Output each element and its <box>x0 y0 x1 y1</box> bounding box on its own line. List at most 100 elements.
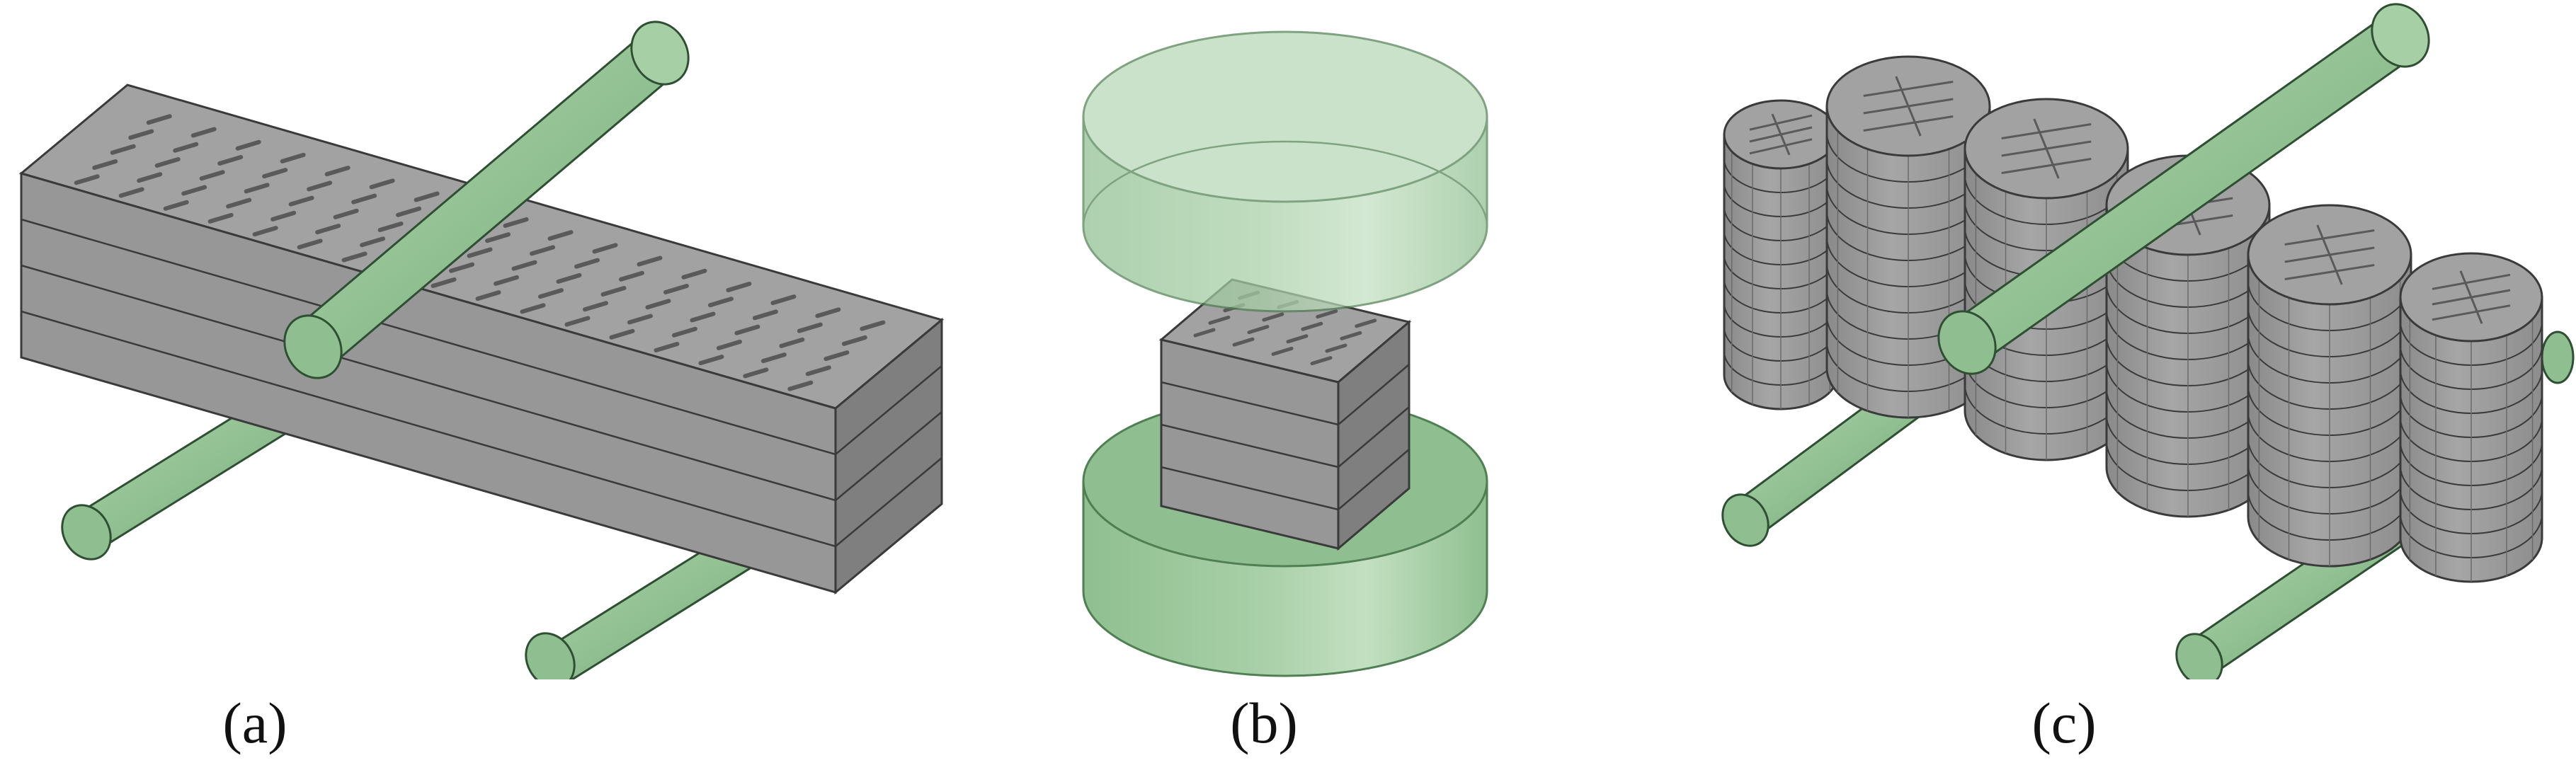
crack-mark <box>779 337 805 348</box>
crack-mark <box>690 311 716 323</box>
crack-mark <box>1355 318 1377 328</box>
crack-mark <box>128 129 154 140</box>
panel-a-drawing <box>18 21 945 679</box>
crack-mark <box>805 365 831 377</box>
panel-c: (c) <box>1714 0 2576 770</box>
crack-mark <box>414 191 440 202</box>
crack-mark <box>787 380 814 391</box>
crack-mark <box>609 328 635 340</box>
crack-mark <box>226 197 252 209</box>
crack-mark <box>207 212 234 224</box>
crack-mark <box>698 355 724 366</box>
crack-mark <box>823 350 850 362</box>
crack-mark <box>110 144 136 155</box>
crack-mark <box>1262 312 1284 322</box>
crack-mark <box>627 314 653 325</box>
crack-mark <box>217 154 244 166</box>
crack-mark <box>538 288 564 299</box>
crack-mark <box>431 277 457 288</box>
panel-c-caption: (c) <box>2031 691 2097 755</box>
bottom-roller-right-end <box>2541 331 2575 384</box>
crack-mark <box>333 208 359 219</box>
panel-a: (a) <box>0 0 977 770</box>
panel-c-drawing <box>1721 3 2575 679</box>
crack-mark <box>235 139 261 151</box>
panel-b: (b) <box>1048 0 1544 770</box>
crack-mark <box>671 326 697 338</box>
crack-mark <box>181 185 207 196</box>
crack-mark <box>396 206 422 217</box>
crack-mark <box>1208 315 1231 325</box>
crack-mark <box>377 222 404 233</box>
crack-mark <box>752 309 778 321</box>
crack-mark <box>707 297 734 308</box>
crack-mark <box>1325 343 1347 353</box>
crack-mark <box>770 294 797 306</box>
crack-mark <box>1310 356 1333 366</box>
crack-mark <box>547 230 574 241</box>
crack-mark <box>288 195 314 207</box>
panel-b-caption: (b) <box>1230 691 1298 755</box>
crack-mark <box>734 324 760 335</box>
crack-mark <box>743 367 769 379</box>
crack-mark <box>582 301 608 312</box>
crack-mark <box>530 245 556 256</box>
specimen-stack <box>1723 55 2543 583</box>
crack-mark <box>92 159 118 171</box>
crack-mark <box>637 255 663 267</box>
crack-mark <box>716 339 742 350</box>
crack-mark <box>1301 321 1323 331</box>
crack-mark <box>841 335 867 346</box>
crack-mark <box>1340 331 1362 340</box>
crack-mark <box>475 290 501 301</box>
crack-mark <box>315 224 341 235</box>
crack-mark <box>574 258 600 269</box>
crack-mark <box>645 299 671 310</box>
layered-beam <box>18 84 945 595</box>
crack-mark <box>173 142 199 153</box>
crack-mark <box>654 341 680 352</box>
crack-mark <box>137 172 163 183</box>
crack-mark <box>592 243 618 254</box>
crack-mark <box>520 303 546 314</box>
top-roller <box>1937 3 2430 375</box>
crack-mark <box>154 157 181 168</box>
crack-mark <box>280 152 306 163</box>
crack-mark <box>351 193 377 205</box>
top-roller <box>283 21 690 379</box>
crack-mark <box>726 281 752 292</box>
crack-mark <box>297 239 323 250</box>
crack-mark <box>511 260 537 271</box>
crack-mark <box>815 307 841 318</box>
crack-mark <box>252 226 278 237</box>
crack-mark <box>1247 325 1270 335</box>
crack-mark <box>1232 337 1255 347</box>
specimen-disc <box>2399 252 2543 583</box>
specimen-disc <box>2247 204 2412 568</box>
crack-mark <box>1193 328 1216 338</box>
crack-mark <box>146 114 172 125</box>
crack-mark <box>663 284 689 295</box>
crack-mark <box>760 352 787 364</box>
crack-mark <box>307 180 333 192</box>
top-platen <box>1082 30 1488 313</box>
crack-mark <box>74 174 100 185</box>
crack-mark <box>324 166 351 177</box>
crack-mark <box>199 170 225 181</box>
crack-mark <box>494 275 520 286</box>
panel-a-caption: (a) <box>222 691 287 755</box>
crack-mark <box>860 320 886 331</box>
specimen-disc <box>1723 99 1839 410</box>
crack-mark <box>1316 309 1338 319</box>
crack-mark <box>556 272 582 284</box>
crack-mark <box>600 286 627 297</box>
crack-mark <box>369 178 395 190</box>
crack-mark <box>262 168 288 179</box>
crack-mark <box>564 316 591 327</box>
crack-mark <box>797 322 823 333</box>
crack-mark <box>163 200 189 211</box>
panel-b-drawing <box>1082 30 1488 677</box>
crack-mark <box>360 236 386 248</box>
crack-mark <box>467 247 493 258</box>
